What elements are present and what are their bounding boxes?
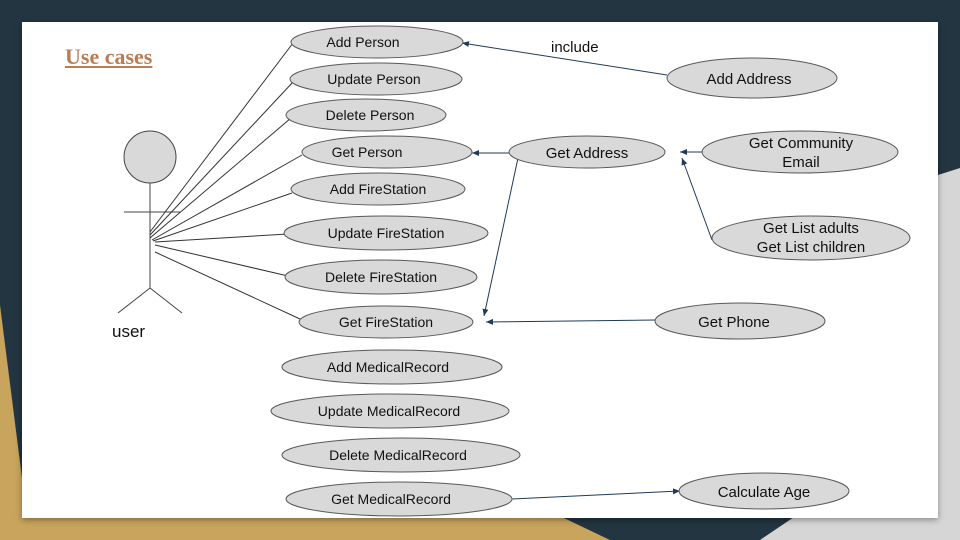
arrow-get-medicalrecord-to-calculate-age	[511, 488, 681, 500]
use-case-get-phone[interactable]: Get Phone	[654, 302, 826, 340]
relationship-arrows	[461, 41, 713, 500]
use-case-label: Update MedicalRecord	[318, 403, 460, 419]
use-case-add-medicalrecord[interactable]: Add MedicalRecord	[281, 349, 503, 385]
use-case-label: Get MedicalRecord	[331, 491, 451, 507]
use-case-label: Add MedicalRecord	[327, 359, 449, 375]
use-case-label: Get Person	[332, 144, 403, 160]
arrow-get-phone-to-get-firestation	[485, 318, 657, 325]
actor-user	[117, 130, 183, 314]
include-label: include	[551, 39, 599, 56]
use-case-label: Add Address	[706, 71, 791, 88]
slide-title: Use cases	[65, 44, 153, 69]
use-case-label: Delete MedicalRecord	[329, 447, 467, 463]
use-case-label: Get FireStation	[339, 314, 433, 330]
use-case-delete-firestation[interactable]: Delete FireStation	[284, 259, 478, 295]
use-case-get-person[interactable]: Get Person	[301, 135, 473, 169]
arrow-add-address-to-add-person	[461, 41, 668, 76]
use-case-label-line-1: Get List adults	[763, 220, 859, 237]
use-case-add-firestation[interactable]: Add FireStation	[290, 172, 466, 206]
actor-label: user	[112, 322, 145, 341]
use-case-get-list[interactable]: Get List adults Get List children	[711, 215, 911, 261]
use-case-get-medicalrecord[interactable]: Get MedicalRecord	[285, 481, 513, 517]
use-case-add-person[interactable]: Add Person	[290, 25, 464, 59]
use-case-calculate-age[interactable]: Calculate Age	[678, 472, 850, 510]
use-case-label: Get Address	[546, 145, 629, 162]
use-case-delete-medicalrecord[interactable]: Delete MedicalRecord	[281, 437, 521, 473]
use-case-label: Update Person	[327, 71, 420, 87]
use-case-label: Add FireStation	[330, 181, 427, 197]
use-case-delete-person[interactable]: Delete Person	[285, 98, 447, 132]
use-case-label-line-2: Email	[782, 154, 820, 171]
use-case-get-community-email[interactable]: Get Community Email	[701, 130, 899, 174]
use-case-add-address[interactable]: Add Address	[666, 57, 838, 99]
actor-head	[123, 130, 177, 184]
use-case-get-address[interactable]: Get Address	[508, 135, 666, 169]
use-case-label: Get Phone	[698, 314, 770, 331]
use-case-label: Add Person	[326, 34, 399, 50]
use-case-label: Delete Person	[326, 107, 415, 123]
use-case-update-firestation[interactable]: Update FireStation	[283, 215, 489, 251]
slide-canvas	[22, 22, 938, 518]
use-case-label-line-1: Get Community	[749, 135, 854, 152]
use-case-label-line-2: Get List children	[757, 239, 865, 256]
arrow-get-list-to-get-address	[681, 157, 713, 241]
actor-associations	[149, 42, 303, 320]
use-case-update-person[interactable]: Update Person	[289, 62, 463, 96]
use-case-label: Delete FireStation	[325, 269, 437, 285]
arrow-get-address-to-get-firestation	[482, 157, 519, 317]
use-case-get-firestation[interactable]: Get FireStation	[298, 305, 474, 339]
use-case-update-medicalrecord[interactable]: Update MedicalRecord	[270, 393, 510, 429]
use-case-label: Update FireStation	[328, 225, 445, 241]
use-case-label: Calculate Age	[718, 484, 811, 501]
